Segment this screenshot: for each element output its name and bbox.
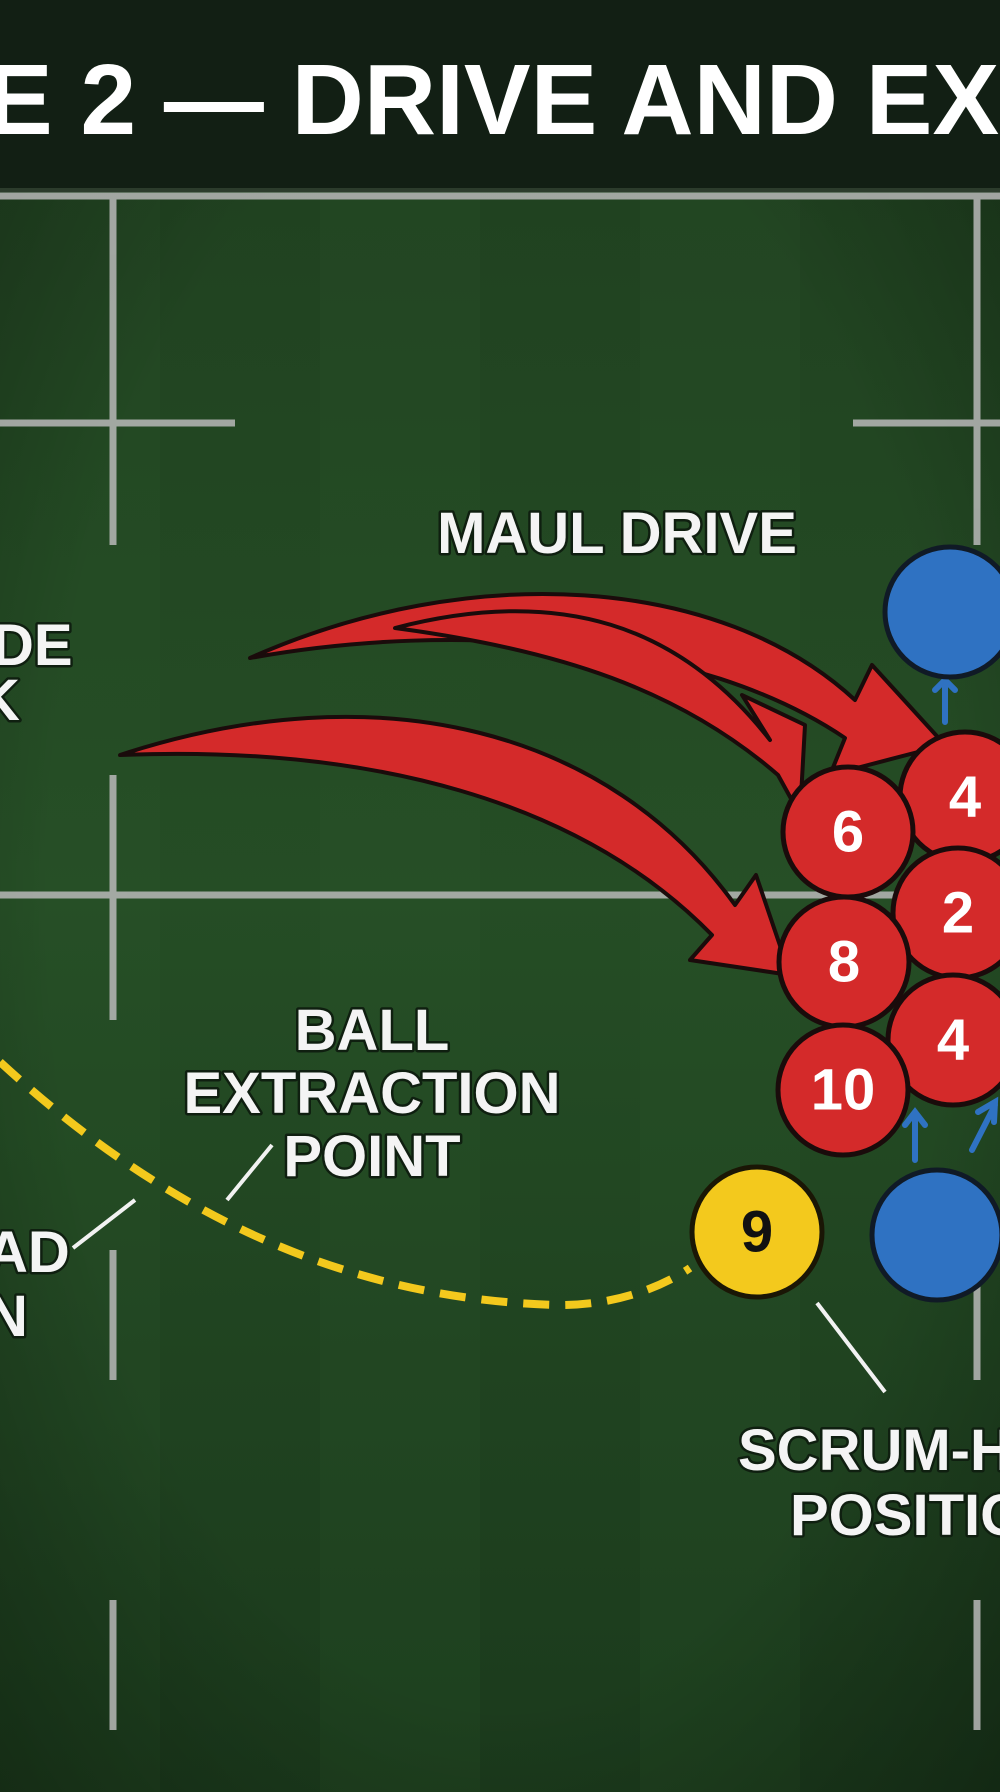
opponent-push-arrows (902, 675, 999, 1163)
scrum-half-player: 9 (689, 1164, 825, 1300)
player-8: 8 (776, 894, 912, 1030)
left-partial-label-bottom-line-2: N (0, 1284, 28, 1349)
player-8-number: 8 (828, 930, 860, 995)
maul-players: 4 6 2 8 4 10 (775, 729, 1000, 1158)
ball-extraction-label-line-3: POINT (283, 1124, 460, 1189)
push-arrow-bottom-1 (902, 1107, 928, 1163)
pitch-lines (0, 192, 1000, 1730)
player-4-top: 4 (897, 729, 1000, 865)
left-partial-leader (71, 1198, 137, 1250)
diagram-title: E 2 — DRIVE AND EXTRA (0, 44, 1000, 156)
extraction-pass-path (0, 1059, 693, 1310)
left-partial-label-top-line-1: DE (0, 613, 73, 678)
scrum-half-label-line-2: POSITIO (790, 1483, 1000, 1548)
left-partial-label-bottom-line-1: AD (0, 1220, 70, 1285)
player-2-number: 2 (942, 881, 974, 946)
push-arrow-bottom-2 (969, 1096, 999, 1153)
push-arrow-top (932, 675, 958, 725)
leader-lines (71, 1143, 887, 1394)
maul-drive-label: MAUL DRIVE (437, 501, 797, 566)
drive-arrow-2 (118, 714, 792, 977)
scrum-half-label-line-1: SCRUM-HA (738, 1418, 1000, 1483)
ball-extraction-leader (225, 1143, 274, 1202)
player-4-bottom-number: 4 (937, 1008, 969, 1073)
drive-arrow-3 (393, 609, 807, 817)
player-10: 10 (775, 1022, 911, 1158)
left-partial-label-top-line-2: K (0, 668, 20, 733)
player-4-top-number: 4 (949, 765, 981, 830)
opposition-players (869, 544, 1000, 1303)
scrum-half-leader (815, 1301, 887, 1394)
title-bar (0, 0, 1000, 190)
player-10-number: 10 (811, 1058, 876, 1123)
ball-extraction-label-line-2: EXTRACTION (184, 1061, 561, 1126)
player-6: 6 (780, 764, 916, 900)
opposition-player-bottom (869, 1167, 1000, 1303)
maul-drive-arrows (118, 592, 947, 977)
opposition-player-top (882, 544, 1000, 680)
player-4-bottom: 4 (885, 972, 1000, 1108)
player-6-number: 6 (832, 800, 864, 865)
ball-extraction-label-line-1: BALL (295, 998, 450, 1063)
scrum-half-number: 9 (741, 1200, 773, 1265)
